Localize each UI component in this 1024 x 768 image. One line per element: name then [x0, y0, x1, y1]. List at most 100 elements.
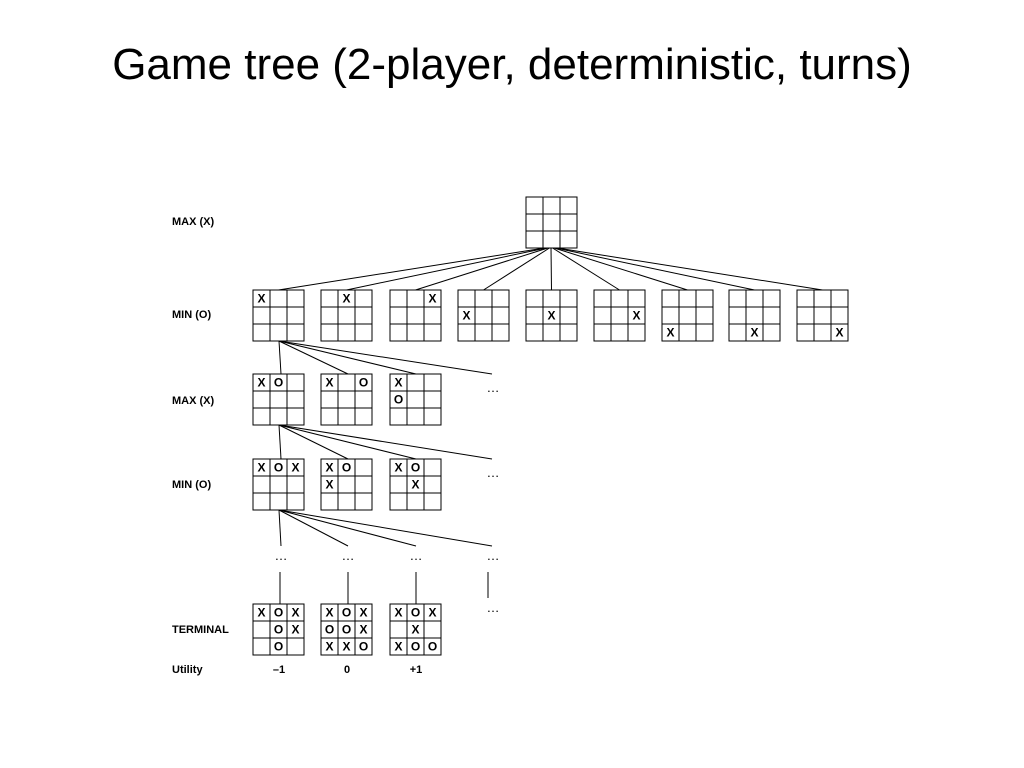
board-frame	[320, 373, 373, 426]
level-label: Utility	[172, 664, 203, 676]
board-cell: O	[274, 461, 283, 475]
board-cell: X	[428, 606, 436, 620]
board-min-1: X	[252, 289, 305, 342]
board-frame	[389, 603, 442, 656]
board-cell: O	[274, 606, 283, 620]
board-frame	[593, 289, 646, 342]
board-cell: X	[291, 623, 299, 637]
utility-value: 0	[344, 664, 350, 676]
board-frame	[320, 603, 373, 656]
board-frame	[796, 289, 849, 342]
level-label: MIN (O)	[172, 479, 211, 491]
edge-level2-4	[278, 340, 493, 375]
board-cell: X	[325, 640, 333, 654]
level-label: MAX (X)	[172, 395, 215, 407]
board-cell: X	[257, 292, 265, 306]
board-min-5: X	[525, 289, 578, 342]
level-labels: MAX (X)MIN (O)MAX (X)MIN (O)TERMINALUtil…	[172, 216, 229, 676]
board-frame	[389, 289, 442, 342]
edge-root-min-3	[415, 246, 552, 291]
ellipsis: …	[487, 380, 500, 395]
ellipsis: …	[487, 600, 500, 615]
edge-root-min-8	[550, 246, 755, 291]
board-cell: O	[342, 623, 351, 637]
board-cell: X	[257, 606, 265, 620]
ellipses: …………………	[275, 380, 500, 615]
board-cell: O	[325, 623, 334, 637]
board-frame	[525, 289, 578, 342]
edge-level4-1	[278, 509, 282, 547]
board-frame	[252, 289, 305, 342]
board-cell: O	[274, 640, 283, 654]
edge-root-min-1	[278, 246, 552, 291]
board-cell: O	[359, 640, 368, 654]
board-cell: O	[359, 376, 368, 390]
level-label: TERMINAL	[172, 624, 229, 636]
board-min-3: X	[389, 289, 442, 342]
edge-level4-2	[278, 509, 349, 547]
edge-root-min-2	[346, 246, 552, 291]
board-cell: O	[394, 393, 403, 407]
board-cell: X	[291, 606, 299, 620]
board-cell: X	[359, 606, 367, 620]
edge-root-min-7	[550, 246, 688, 291]
board-cell: X	[342, 292, 350, 306]
slide-title: Game tree (2-player, deterministic, turn…	[112, 40, 912, 89]
board-frame	[252, 458, 305, 511]
board-cell: X	[394, 606, 402, 620]
ellipsis: …	[487, 548, 500, 563]
board-min-8: X	[728, 289, 781, 342]
board-cell: X	[462, 309, 470, 323]
edge-level2-1	[278, 340, 282, 375]
edge-level4-3	[278, 509, 417, 547]
ellipsis: …	[342, 548, 355, 563]
board-cell: X	[342, 640, 350, 654]
board-frame	[728, 289, 781, 342]
board-cell: X	[428, 292, 436, 306]
board-frame	[457, 289, 510, 342]
level-label: MAX (X)	[172, 216, 215, 228]
tree-edges	[278, 246, 823, 604]
board-frame	[389, 373, 442, 426]
board-frame	[525, 196, 578, 249]
board-cell: O	[411, 461, 420, 475]
board-cell: O	[411, 606, 420, 620]
edge-root-min-5	[550, 246, 552, 291]
board-cell: X	[835, 326, 843, 340]
board-cell: X	[394, 640, 402, 654]
board-cell: X	[411, 478, 419, 492]
utility-value: +1	[410, 664, 423, 676]
edge-level3-3	[278, 424, 417, 460]
edge-level2-3	[278, 340, 417, 375]
board-cell: O	[428, 640, 437, 654]
board-cell: O	[342, 606, 351, 620]
board-cell: X	[394, 376, 402, 390]
board-cell: X	[666, 326, 674, 340]
board-cell: X	[750, 326, 758, 340]
board-cell: X	[359, 623, 367, 637]
board-cell: X	[325, 376, 333, 390]
utility-value: –1	[273, 664, 285, 676]
board-root	[525, 196, 578, 249]
board-cell: X	[257, 376, 265, 390]
board-max2-3: XO	[389, 373, 442, 426]
edge-root-min-6	[550, 246, 620, 291]
board-cell: O	[342, 461, 351, 475]
board-min-6: X	[593, 289, 646, 342]
ellipsis: …	[487, 465, 500, 480]
edge-root-min-9	[550, 246, 823, 291]
edge-level2-2	[278, 340, 349, 375]
utility-values: –1 0 +1	[273, 664, 422, 676]
board-cell: X	[325, 461, 333, 475]
board-cell: O	[274, 623, 283, 637]
board-frame	[320, 289, 373, 342]
board-cell: X	[411, 623, 419, 637]
